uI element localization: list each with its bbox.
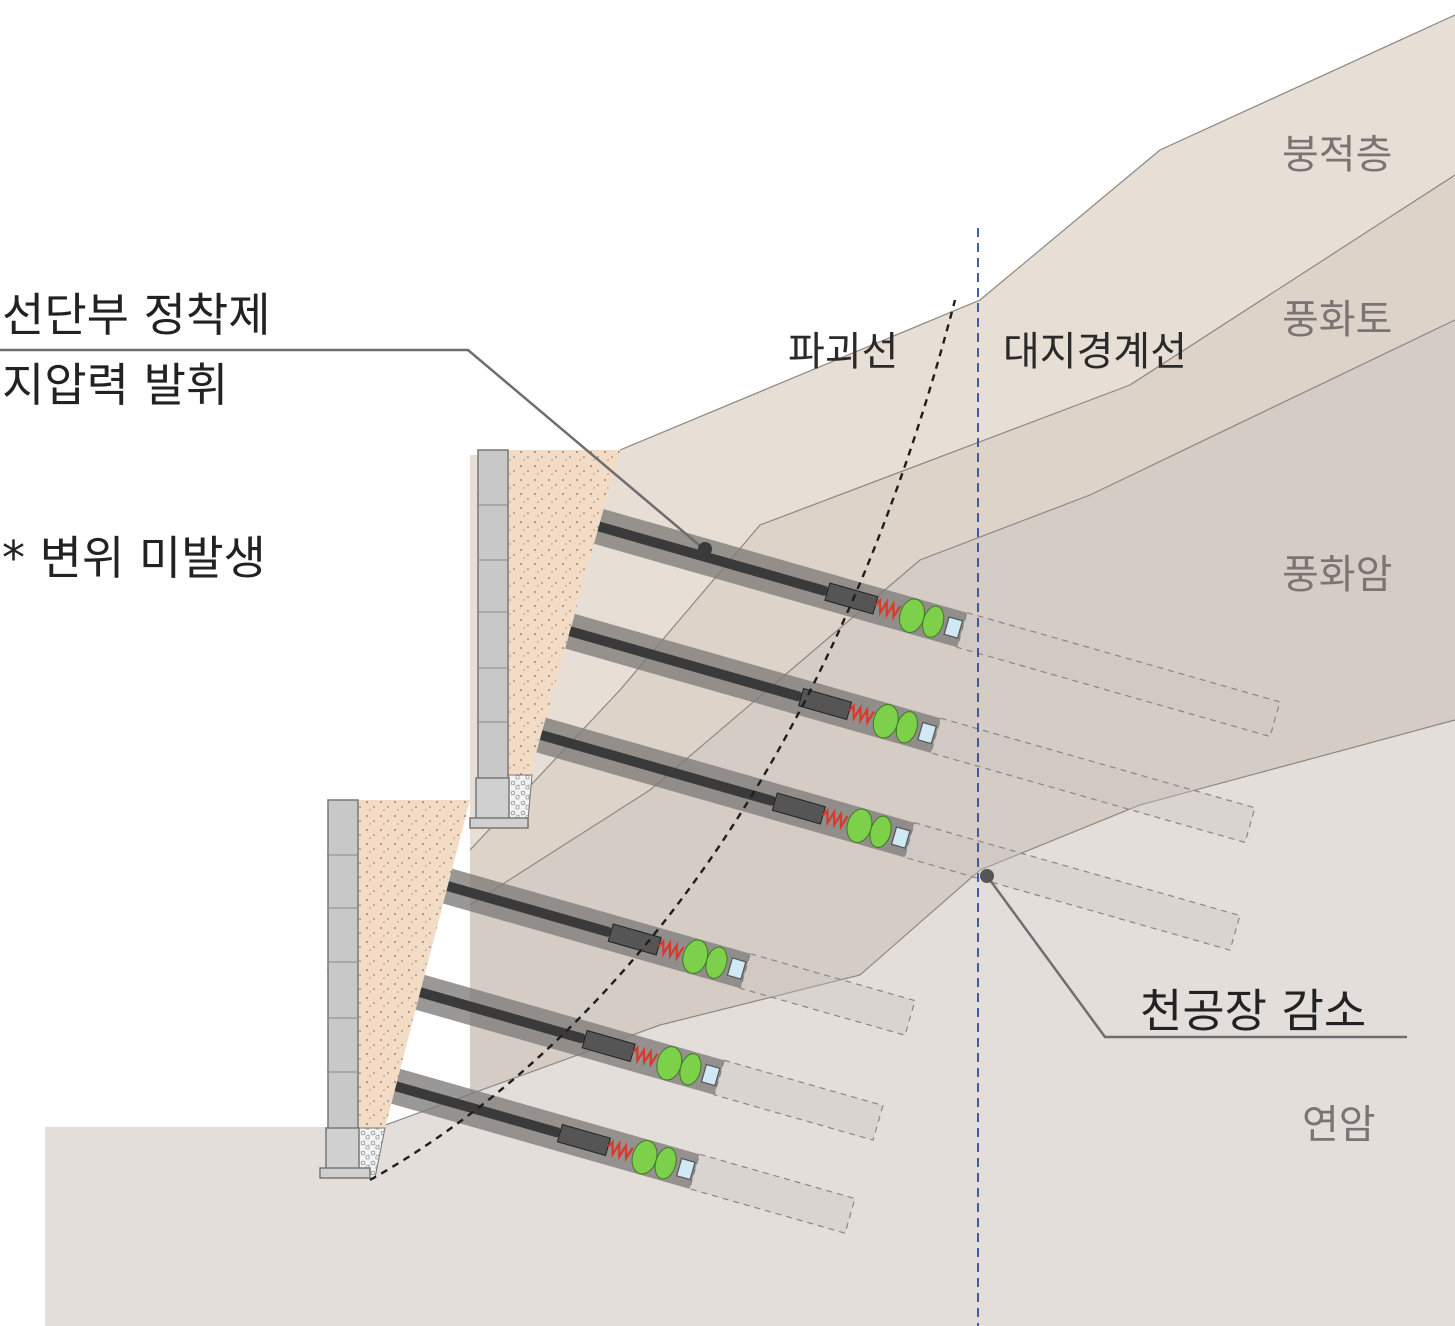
borehole-reduction-leader [985,875,1407,1039]
bore-extension-6 [688,1153,856,1234]
lower-footing [325,1127,360,1171]
upper-drain-gravel [507,774,533,821]
anchor-head-leader [0,348,706,551]
spring-icon [848,703,875,726]
no-displacement-note: * 변위 미발생 [2,531,266,585]
packer-icon [895,711,918,744]
packer-icon [679,1053,702,1086]
pointer-dot-icon [698,542,712,556]
lower-backfill [358,800,470,1128]
failure-line-label: 파괴선 [788,329,899,375]
spring-icon [631,1045,659,1069]
layer-label-soft-rock: 연암 [1302,1102,1376,1148]
anchor-head-icon [700,1063,721,1087]
layer-label-colluvium: 붕적층 [1282,132,1393,178]
layer-label-weathered-soil: 풍화토 [1282,297,1393,343]
spring-icon [657,938,685,962]
anchor-head-icon [917,721,938,745]
layer-label-weathered-rock: 풍화암 [1282,552,1393,598]
packer-icon [922,605,945,638]
upper-retaining-wall [469,449,620,829]
anchor-head-label-line2: 지압력 발휘 [2,358,229,412]
lower-base-slab [319,1167,371,1179]
spring-icon [822,807,849,831]
boundary-line-label: 대지경계선 [1003,329,1187,375]
failure-line [369,299,957,1182]
tendon-bar [477,712,776,806]
bore-extension-5 [713,1059,884,1141]
pointer-dot-icon [980,869,994,883]
upper-wall-facing [477,449,509,781]
coupler [581,1029,636,1063]
packer-icon [869,815,892,848]
anchor-head-label-line1: 선단부 정착제 [2,288,271,342]
packer-icon [705,946,728,979]
lower-retaining-wall [319,799,470,1179]
anchor-head-icon [943,616,964,639]
boundary-stroke-colluvium [619,14,1455,451]
anchor-head-icon [675,1157,696,1181]
coupler [797,687,853,721]
spring-icon [874,597,902,621]
anchor-head-icon [890,826,911,849]
anchor-3 [477,712,915,858]
original-bore-extensions [688,611,1281,1234]
bore-extension-outline [713,1059,884,1141]
spring-icon [607,1139,634,1162]
upper-backfill [508,450,620,775]
lower-ground [45,1127,1455,1326]
packer-icon [654,1147,677,1180]
upper-footing [475,777,510,821]
lower-wall-facing [327,799,359,1131]
bore-extension-outline [688,1153,856,1234]
anchor-head-icon [726,957,747,980]
borehole-reduction-label: 천공장 감소 [1140,984,1367,1038]
boundary-stroke-weathered-rock [469,319,1455,906]
upper-base-slab [469,817,529,829]
